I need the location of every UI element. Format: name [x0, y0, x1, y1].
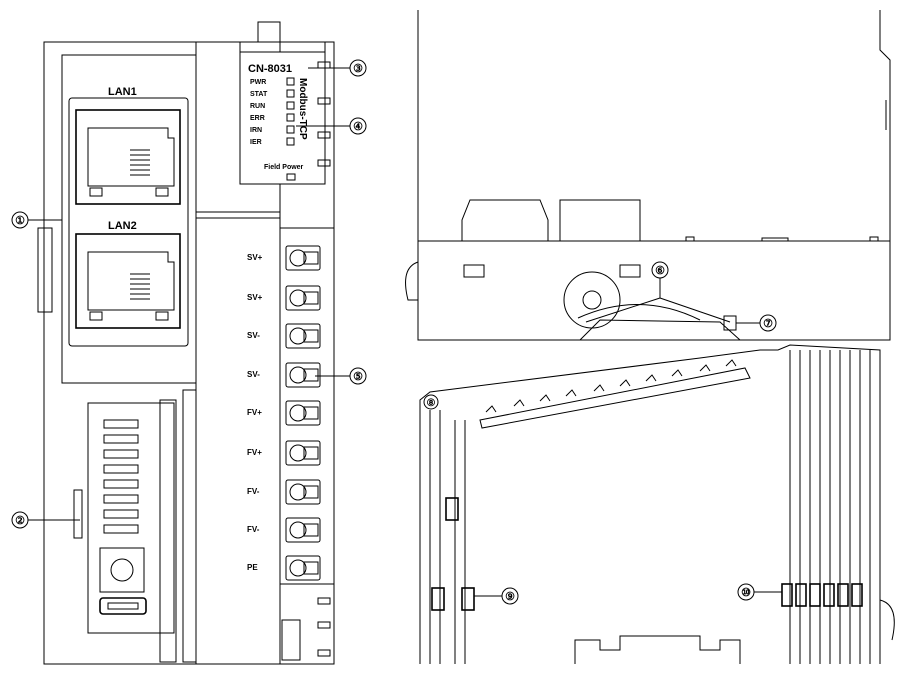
- top-slot-2: [619, 264, 641, 278]
- field-power-led: [286, 173, 296, 181]
- top-slot-1: [463, 264, 485, 278]
- lan1-port: [75, 109, 181, 205]
- callout-9: ⑨: [505, 591, 515, 603]
- terminal-label-5: FV+: [247, 408, 262, 417]
- led-panel: [239, 51, 326, 185]
- lan1-led-right: [155, 187, 169, 197]
- callout-5-marker: [349, 367, 367, 385]
- callout-4-marker: [349, 117, 367, 135]
- lan-panel: [61, 54, 197, 384]
- din-rail-groove: [574, 635, 741, 664]
- led-label-err: ERR: [250, 115, 265, 122]
- led-label-ier: IER: [250, 139, 262, 146]
- protocol-label: Modbus-TCP: [297, 78, 308, 140]
- lan2-led-left: [89, 311, 103, 321]
- din-latch: [37, 227, 53, 313]
- lan-frame: [68, 97, 189, 347]
- callout-8: ⑧: [427, 398, 436, 409]
- callout-5: ⑤: [353, 371, 363, 383]
- led-label-stat: STAT: [250, 91, 268, 98]
- bottom-slot: [281, 619, 301, 661]
- callout-2: ②: [15, 515, 25, 527]
- switch-cover-rail: [159, 399, 177, 663]
- callout-6: ⑥: [655, 265, 665, 277]
- callout-10: ⑩: [741, 587, 751, 599]
- field-power-label: Field Power: [264, 164, 304, 171]
- callout-4: ④: [353, 121, 363, 133]
- top-left-hook: [405, 261, 419, 301]
- release-lever: [577, 304, 701, 321]
- terminal-label-3: SV-: [247, 331, 260, 340]
- led-label-run: RUN: [250, 103, 265, 110]
- lan2-pins: [130, 273, 150, 300]
- lan1-socket: [87, 127, 175, 187]
- top-latch: [239, 42, 326, 53]
- top-view-outline: [417, 10, 891, 341]
- switch-panel: [87, 402, 175, 634]
- terminal-label-4: SV-: [247, 370, 260, 379]
- side-clip-lower-1: [431, 587, 445, 611]
- usb-port-tongue: [107, 602, 139, 610]
- side-right-hook: [879, 599, 895, 641]
- lan2-led-right: [155, 311, 169, 321]
- side-tabs: [317, 61, 331, 657]
- connector-top-1: [461, 199, 549, 241]
- lan1-label: LAN1: [108, 86, 137, 98]
- dip-switches: [103, 419, 139, 534]
- terminal-block: [279, 227, 335, 585]
- terminal-label-6: FV+: [247, 448, 262, 457]
- lan2-port: [75, 233, 181, 329]
- model-label: CN-8031: [248, 63, 292, 75]
- callout-7-marker: [759, 314, 777, 332]
- switch-cover-edge: [182, 389, 197, 663]
- lan2-socket: [87, 251, 175, 311]
- lan1-led-left: [89, 187, 103, 197]
- terminal-screws: [285, 245, 321, 581]
- led-label-pwr: PWR: [250, 79, 266, 86]
- lan1-pins: [130, 149, 150, 176]
- reset-button-housing: [99, 547, 145, 593]
- callout-6-branch-b: [659, 297, 731, 323]
- callout-7: ⑦: [763, 318, 773, 330]
- side-rail: [479, 367, 751, 429]
- callout-6-branch-a: [585, 297, 661, 323]
- callout-3-marker: [349, 59, 367, 77]
- callout-9-marker: [501, 587, 519, 605]
- callout-6-marker: [651, 261, 669, 279]
- callout-3: ③: [353, 63, 363, 75]
- side-clip-upper: [445, 497, 459, 521]
- terminal-label-7: FV-: [247, 487, 260, 496]
- side-clip-lower-2: [461, 587, 475, 611]
- callout-10-marker: [737, 583, 755, 601]
- lever-base: [579, 319, 741, 341]
- side-view: [419, 344, 895, 664]
- callout-2-marker: [11, 511, 29, 529]
- usb-port-icon: [99, 597, 147, 615]
- contact-clips: [781, 583, 863, 607]
- lock-tab: [723, 315, 737, 331]
- side-ribs: [789, 350, 871, 664]
- side-view-outline: [419, 344, 881, 664]
- top-clip: [257, 21, 281, 43]
- callout-8-marker: [423, 394, 439, 410]
- reset-button-icon: [110, 558, 134, 582]
- lan2-label: LAN2: [108, 220, 137, 232]
- led-label-irn: IRN: [250, 127, 262, 134]
- callout-1: ①: [15, 215, 25, 227]
- terminal-label-8: FV-: [247, 525, 260, 534]
- terminal-label-1: SV+: [247, 253, 263, 262]
- terminal-label-2: SV+: [247, 293, 263, 302]
- front-view: LAN1 LAN2 CN-8031 Modbus-TCP PWR STAT RU…: [37, 21, 335, 665]
- rotary-switch-knob-icon: [582, 290, 602, 310]
- terminal-label-9: PE: [247, 563, 258, 572]
- led-indicators: [286, 77, 295, 146]
- callouts: ① ② ③ ④ ⑤ ⑥ ⑦ ⑧ ⑨ ⑩: [11, 59, 782, 605]
- connector-top-2: [559, 199, 641, 241]
- cover-hinge: [73, 489, 83, 539]
- side-teeth: [485, 359, 737, 413]
- callout-1-marker: [11, 211, 29, 229]
- top-view: [405, 10, 891, 341]
